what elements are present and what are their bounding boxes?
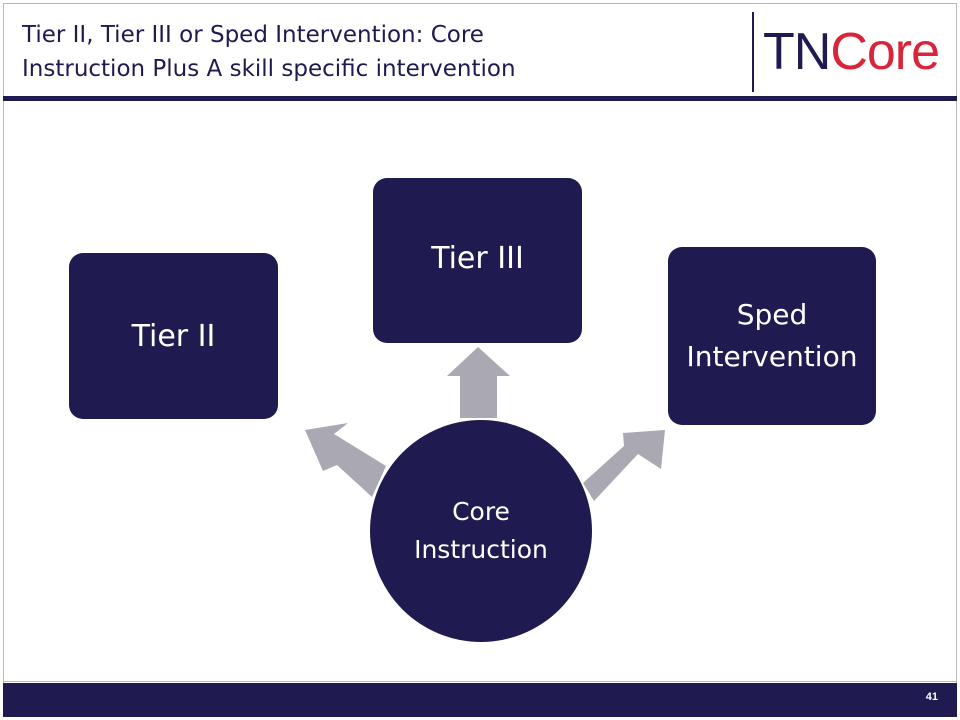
slide-title-line-1: Tier II, Tier III or Sped Intervention: …	[22, 22, 484, 48]
tier-iii-label: Tier III	[431, 241, 524, 276]
header-divider	[752, 12, 754, 92]
arrow-to-sped-intervention	[583, 430, 665, 501]
tier-ii-box: Tier II	[69, 253, 278, 419]
sped-intervention-box: Sped Intervention	[668, 247, 876, 425]
footer-topline	[3, 681, 957, 682]
sped-label-line-1: Sped	[736, 298, 808, 331]
logo-core-text: Core	[830, 23, 940, 81]
slide-title-line-2: Instruction Plus A skill specific interv…	[22, 56, 516, 82]
core-label-line-1: Core	[452, 497, 510, 526]
tncore-logo: TNCore	[763, 22, 940, 82]
tier-iii-box: Tier III	[373, 178, 582, 343]
arrow-to-tier-ii	[305, 423, 386, 497]
core-label-line-2: Instruction	[414, 535, 548, 564]
core-instruction-circle: Core Instruction	[370, 420, 592, 642]
logo-tn-text: TN	[763, 23, 831, 81]
slide-title: Tier II, Tier III or Sped Intervention: …	[22, 18, 722, 86]
page-number: 41	[925, 691, 938, 703]
footer-bar	[3, 683, 957, 717]
tier-ii-label: Tier II	[131, 318, 216, 354]
header-rule	[3, 96, 957, 101]
sped-label-line-2: Intervention	[686, 340, 858, 373]
arrow-to-tier-iii	[447, 347, 510, 418]
